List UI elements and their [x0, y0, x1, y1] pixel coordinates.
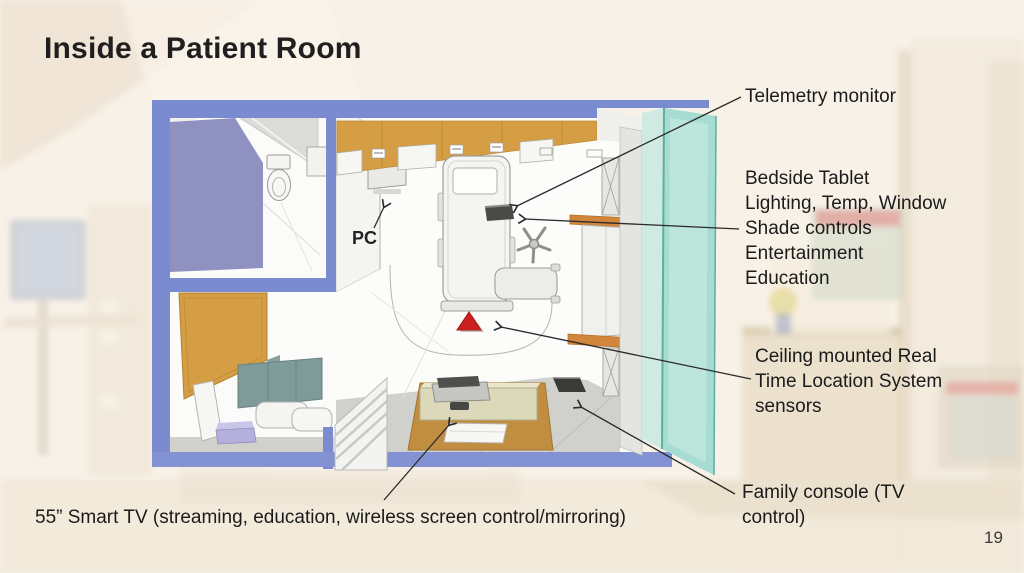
label-bedside-tablet: Bedside Tablet Lighting, Temp, Window Sh…	[745, 168, 947, 289]
sofa	[237, 357, 333, 432]
chair	[516, 226, 552, 264]
label-family-console: Family console (TV control)	[742, 482, 905, 528]
pc-label: PC	[352, 228, 378, 248]
slide-title: Inside a Patient Room	[44, 32, 362, 65]
wall-cuts	[152, 100, 709, 469]
bed-pillow	[452, 167, 498, 195]
telemetry-monitor-device	[484, 204, 514, 221]
glass-wall	[619, 107, 717, 476]
family-area	[178, 292, 333, 445]
smart-tv-console	[407, 376, 554, 451]
console-tray	[443, 422, 508, 444]
toilet	[266, 154, 291, 201]
bed-footboard	[440, 300, 514, 312]
smart-tv	[431, 376, 491, 403]
bathroom-sink	[306, 146, 329, 177]
label-smart-tv: 55” Smart TV (streaming, education, wire…	[35, 507, 626, 528]
media-device	[450, 402, 469, 410]
rtls-sensor-marker	[456, 311, 484, 332]
patient-room-floor-plan	[152, 100, 717, 476]
page-number: 19	[984, 528, 1003, 547]
overbed-table	[494, 263, 561, 304]
label-rtls-sensors: Ceiling mounted Real Time Location Syste…	[755, 346, 943, 417]
label-telemetry-monitor: Telemetry monitor	[745, 86, 896, 107]
louver-screen	[334, 376, 388, 471]
ottoman	[215, 421, 257, 445]
hospital-bed	[437, 155, 516, 312]
